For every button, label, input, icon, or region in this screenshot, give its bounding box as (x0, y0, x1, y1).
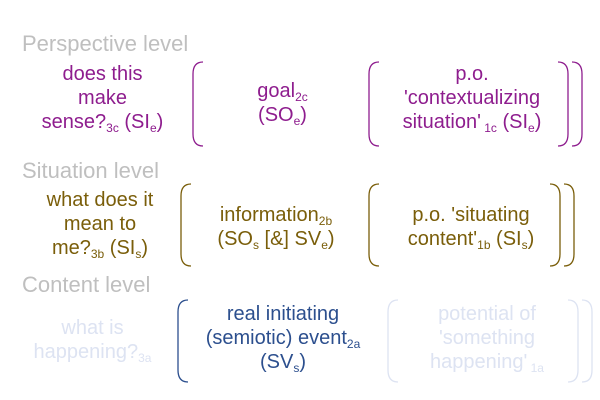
situation-question: what does it mean to me?3b (SIs) (46, 189, 154, 261)
content-level-label: Content level (22, 272, 151, 297)
perspective-po: p.o. 'contextualizing situation' 1c (SIe… (402, 63, 542, 135)
perspective-right-bracket-inner (557, 61, 569, 147)
situation-right-bracket-outer (563, 183, 575, 267)
content-goal: real initiating (semiotic) event2a (SVs) (205, 303, 361, 375)
situation-level-label: Situation level (22, 158, 159, 183)
content-po: potential of 'something happening' 1a (430, 303, 544, 375)
perspective-mid-bracket (368, 61, 380, 147)
situation-mid-bracket (368, 183, 380, 267)
situation-left-bracket (180, 183, 192, 267)
situation-goal: information2b (SOs [&] SVe) (217, 204, 335, 252)
content-right-bracket-inner (567, 299, 579, 383)
perspective-level-label: Perspective level (22, 31, 189, 56)
perspective-goal: goal2c (SOe) (257, 80, 308, 128)
situation-po: p.o. 'situating content'1b (SIs) (407, 204, 535, 252)
perspective-question: does this make sense?3c (SIe) (41, 63, 164, 135)
perspective-left-bracket (192, 61, 204, 147)
perspective-right-bracket-outer (571, 61, 583, 147)
situation-right-bracket-inner (549, 183, 561, 267)
content-mid-bracket (387, 299, 399, 383)
content-right-bracket-outer (581, 299, 593, 383)
content-question: what is happening?3a (33, 317, 152, 365)
content-left-bracket (177, 299, 189, 383)
